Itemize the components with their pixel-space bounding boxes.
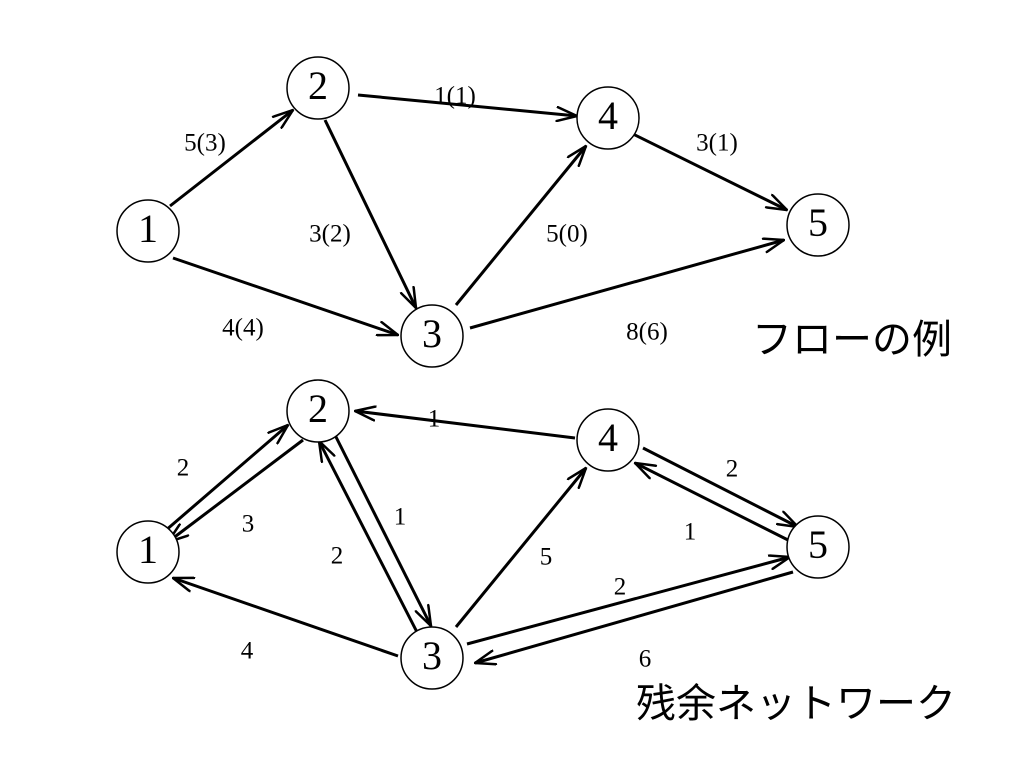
flow-node-label-2: 2 (308, 63, 328, 108)
residual-edge-label-3-to-5: 2 (614, 574, 627, 601)
residual-edge-4-to-2 (355, 411, 576, 440)
flow-node-5 (786, 193, 850, 257)
flow-node-2 (286, 56, 350, 120)
flow-node-label-4: 4 (598, 93, 618, 138)
residual-node-label-1: 1 (138, 527, 158, 572)
residual-edge-3-to-4 (454, 468, 586, 628)
residual-node-label-3: 3 (422, 633, 442, 678)
flow-node-label-3: 3 (422, 311, 442, 356)
residual-edge-4-to-5 (642, 446, 798, 529)
residual-edge-2-to-1 (168, 438, 304, 542)
flow-node-3 (400, 304, 464, 368)
residual-edge-label-3-to-4: 5 (540, 544, 553, 571)
residual-node-3 (400, 626, 464, 690)
residual-edge-label-3-to-2: 2 (331, 543, 344, 570)
residual-node-5 (786, 515, 850, 579)
flow-example-graph: 5(3) 1(1) 3(1) 3(2) 5(0) 4(4) 8(6) 1 2 3 4 5 フローの例 (116, 56, 952, 368)
residual-edge-3-to-2 (317, 441, 421, 637)
residual-edge-label-3-to-1: 4 (241, 638, 254, 665)
residual-node-4 (576, 408, 640, 472)
residual-edge-label-4-to-2: 1 (428, 406, 441, 433)
flow-node-label-1: 1 (138, 206, 158, 251)
residual-edge-label-2-to-1: 3 (242, 511, 255, 538)
flow-edge-label-1-to-2: 5(3) (184, 130, 226, 157)
flow-node-4 (576, 86, 640, 150)
residual-edge-2-to-3 (329, 426, 433, 626)
residual-edge-5-to-3 (475, 570, 794, 663)
flow-edge-1-to-3 (172, 256, 398, 337)
flow-node-label-5: 5 (808, 200, 828, 245)
residual-edge-label-2-to-3: 1 (394, 504, 407, 531)
residual-edge-label-5-to-4: 1 (684, 519, 697, 546)
residual-node-1 (116, 520, 180, 584)
residual-node-label-2: 2 (308, 386, 328, 431)
flow-edge-1-to-2 (169, 110, 293, 208)
residual-node-2 (286, 379, 350, 443)
flow-edge-label-1-to-3: 4(4) (222, 315, 264, 342)
flow-edge-label-3-to-5: 8(6) (626, 319, 668, 346)
flow-edge-3-to-4 (454, 146, 586, 306)
residual-caption: 残余ネットワーク (636, 681, 956, 727)
residual-edge-3-to-1 (173, 576, 399, 658)
residual-edge-label-5-to-3: 6 (639, 646, 652, 673)
residual-edge-3-to-5 (466, 557, 790, 646)
flow-edge-4-to-5 (632, 132, 787, 212)
residual-edge-label-1-to-2: 2 (177, 455, 190, 482)
flow-edge-2-to-3 (323, 119, 418, 308)
flow-edge-label-3-to-4: 5(0) (546, 221, 588, 248)
residual-network-graph: 2 3 1 1 2 5 2 1 4 2 6 1 2 3 4 5 残余ネットワーク (116, 379, 956, 727)
residual-edge-1-to-2 (164, 425, 288, 533)
flow-node-1 (116, 199, 180, 263)
flow-edge-3-to-5 (469, 240, 784, 330)
flow-edge-label-4-to-5: 3(1) (696, 130, 738, 157)
residual-edge-label-4-to-5: 2 (726, 456, 739, 483)
residual-node-label-5: 5 (808, 522, 828, 567)
flow-edge-2-to-4 (357, 93, 577, 116)
residual-node-label-4: 4 (598, 415, 618, 460)
flow-edge-label-2-to-3: 3(2) (309, 221, 351, 248)
flow-caption: フローの例 (752, 317, 952, 363)
flow-edge-label-2-to-4: 1(1) (434, 83, 476, 110)
residual-edge-5-to-4 (635, 461, 789, 542)
